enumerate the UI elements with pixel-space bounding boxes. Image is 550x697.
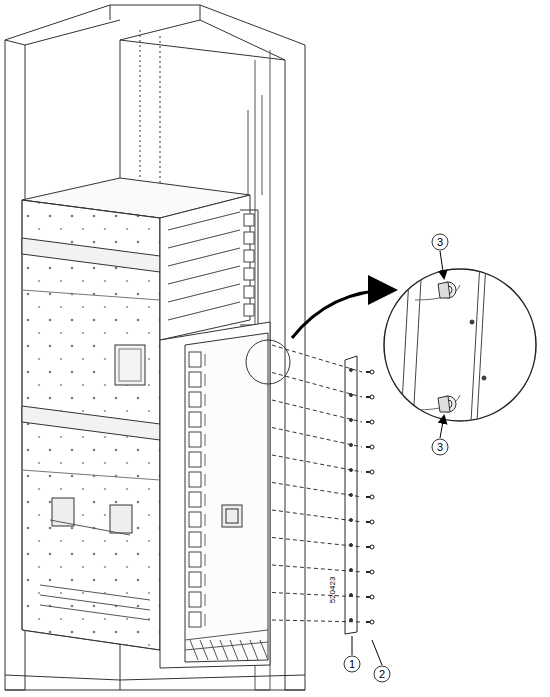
- alignment-line: [272, 373, 362, 398]
- card-edge: [205, 354, 206, 366]
- screw: [366, 396, 374, 398]
- card-slot: [189, 512, 201, 527]
- card-edge: [205, 454, 206, 466]
- screw-head: [370, 420, 374, 424]
- card-slot: [189, 392, 201, 407]
- alignment-line: [272, 400, 362, 422]
- floor-rail: [190, 640, 198, 660]
- figure-number: 520423: [329, 577, 337, 604]
- floor-rail: [200, 640, 208, 660]
- screw-head: [370, 445, 374, 449]
- card-handle: [244, 232, 254, 244]
- card-slot: [189, 612, 201, 627]
- floor-rail: [260, 640, 268, 660]
- floor-rail: [220, 640, 228, 660]
- bracket-hole: [350, 494, 353, 497]
- alignment-line: [272, 483, 362, 498]
- card-handle: [244, 214, 254, 226]
- callout-number: 2: [379, 669, 385, 680]
- card-edge: [205, 494, 206, 506]
- card-edge: [205, 514, 206, 526]
- card-slot: [189, 552, 201, 567]
- screw: [366, 371, 374, 373]
- card-slot: [189, 432, 201, 447]
- screw-head: [370, 520, 374, 524]
- bracket-hole: [350, 469, 353, 472]
- bracket-hole: [350, 569, 353, 572]
- floor-rail: [230, 640, 238, 660]
- card-slot: [189, 472, 201, 487]
- alignment-line: [272, 565, 362, 572]
- screw: [366, 496, 374, 498]
- alignment-line: [272, 428, 362, 448]
- screw: [366, 621, 374, 623]
- card-slot: [189, 592, 201, 607]
- floor-rail: [210, 640, 218, 660]
- floor-rail: [240, 640, 248, 660]
- screw: [366, 521, 374, 523]
- card-edge: [205, 394, 206, 406]
- card-edge: [205, 574, 206, 586]
- screw-head: [370, 370, 374, 374]
- alignment-line: [272, 455, 362, 472]
- card-slot: [189, 372, 201, 387]
- card-slot: [189, 492, 201, 507]
- screw: [366, 446, 374, 448]
- card-handle: [244, 286, 254, 298]
- card-slot: [189, 572, 201, 587]
- card-edge: [205, 594, 206, 606]
- callout-number: 3: [437, 237, 443, 248]
- card-handle: [244, 304, 254, 316]
- bracket-hole: [350, 369, 353, 372]
- screw: [366, 546, 374, 548]
- card-edge: [205, 554, 206, 566]
- bracket-hole: [350, 619, 353, 622]
- screw-head: [370, 620, 374, 624]
- card-edge: [205, 474, 206, 486]
- alignment-line: [272, 538, 362, 548]
- bracket-hole: [350, 544, 353, 547]
- screw-head: [370, 470, 374, 474]
- card-slot: [189, 452, 201, 467]
- floor-rail: [250, 640, 258, 660]
- alignment-line: [272, 345, 362, 372]
- bracket-hole: [350, 419, 353, 422]
- bracket-hole: [350, 394, 353, 397]
- screw: [366, 596, 374, 598]
- screw-head: [370, 395, 374, 399]
- alignment-line: [272, 620, 362, 622]
- card-slot: [189, 412, 201, 427]
- callout-number: 3: [437, 442, 443, 453]
- callout-number: 1: [349, 659, 355, 670]
- card-edge: [205, 534, 206, 546]
- alignment-line: [272, 593, 362, 598]
- card-handle: [244, 250, 254, 262]
- card-slot: [189, 352, 201, 367]
- bracket-hole: [350, 594, 353, 597]
- card-edge: [205, 374, 206, 386]
- alignment-line: [272, 510, 362, 522]
- bracket-hole: [350, 444, 353, 447]
- screw: [366, 421, 374, 423]
- screw: [366, 571, 374, 573]
- screw-head: [370, 495, 374, 499]
- card-handle: [244, 268, 254, 280]
- card-slot: [189, 532, 201, 547]
- screw-head: [370, 595, 374, 599]
- screw-head: [370, 545, 374, 549]
- screw-head: [370, 570, 374, 574]
- bracket-hole: [350, 519, 353, 522]
- card-edge: [205, 434, 206, 446]
- screw: [366, 471, 374, 473]
- card-edge: [205, 614, 206, 626]
- card-edge: [205, 414, 206, 426]
